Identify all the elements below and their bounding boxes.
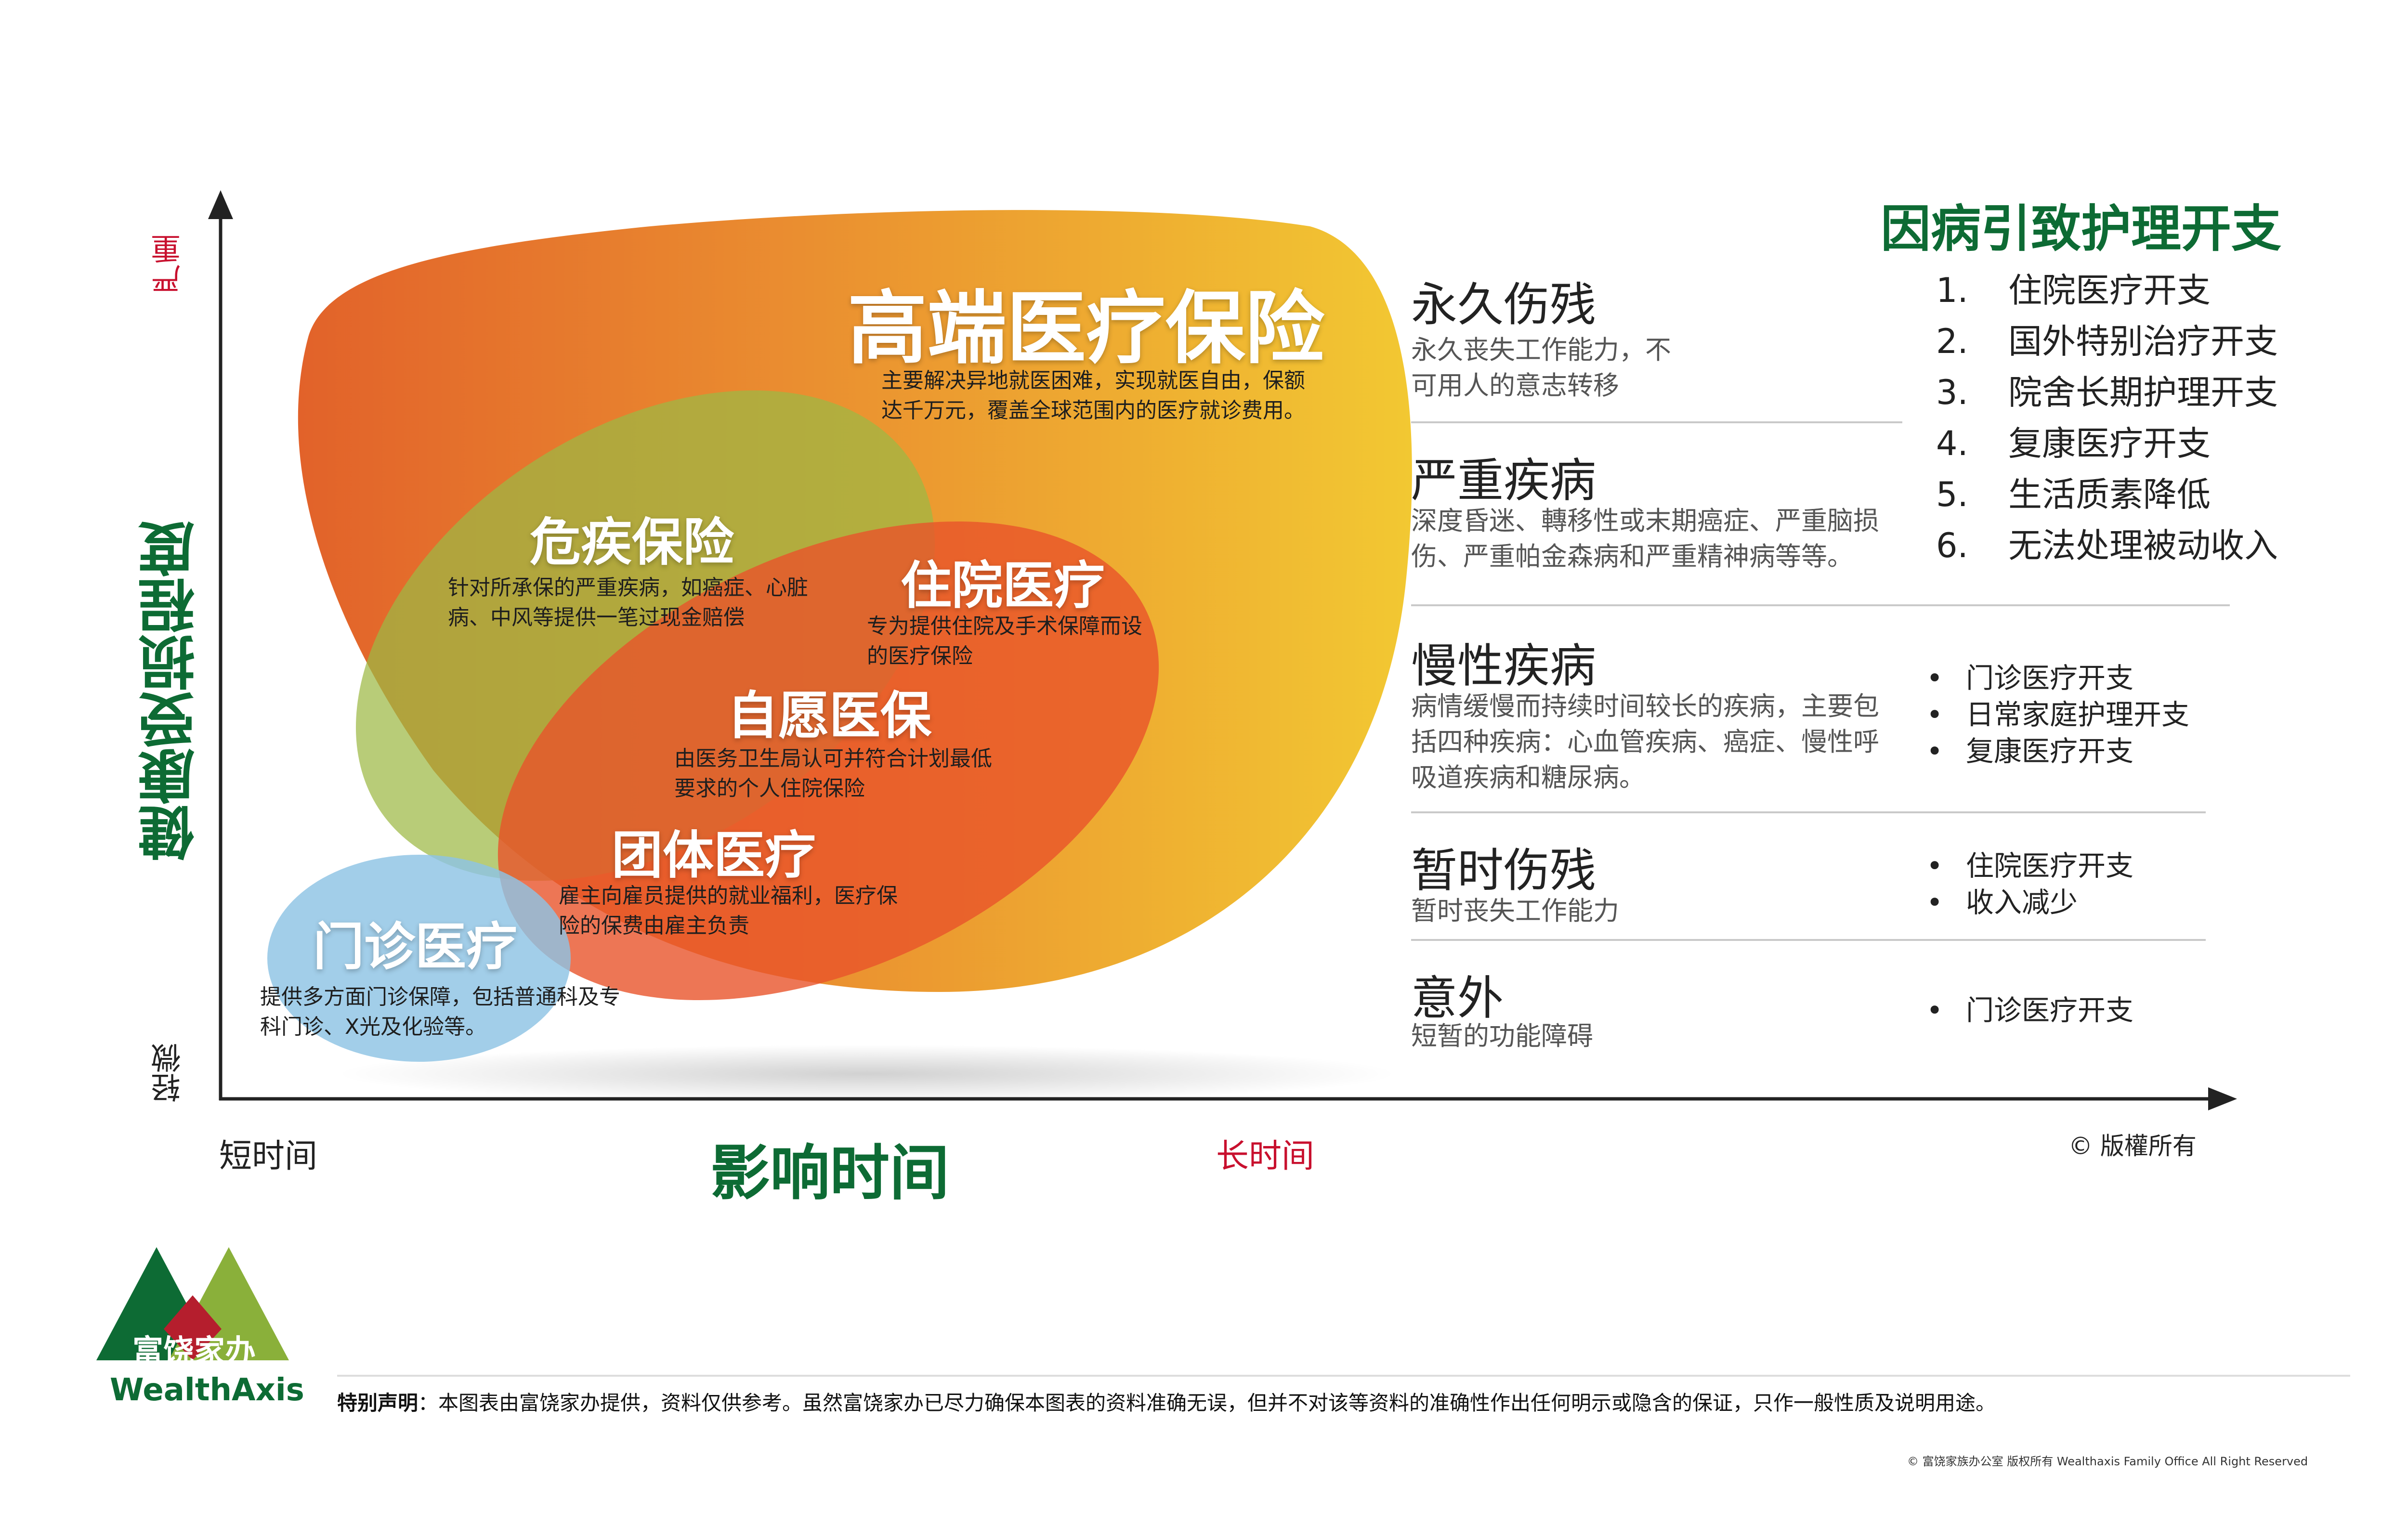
vhis-title: 自愿医保 <box>727 686 931 745</box>
condition-desc-serious: 深度昏迷、轉移性或末期癌症、严重脑损伤、严重帕金森病和严重精神病等等。 <box>1411 506 1879 572</box>
logo-en: WealthAxis <box>110 1372 304 1408</box>
group-desc: 雇主向雇员提供的就业福利，医疗保险的保费由雇主负责 <box>559 884 898 938</box>
high-end-title: 高端医疗保险 <box>848 282 1324 375</box>
disclaimer-label: 特别声明 <box>337 1391 419 1415</box>
copyright-mark: © 版權所有 <box>2068 1132 2197 1160</box>
chronic-cost-item: 复康医疗开支 <box>1922 733 2189 769</box>
group-title: 团体医疗 <box>612 826 816 885</box>
cost-item: 4.复康医疗开支 <box>1936 424 2211 463</box>
condition-desc-chronic: 病情缓慢而持续时间较长的疾病，主要包括四种疾病：心血管疾病、癌症、慢性呼吸道疾病… <box>1411 691 1879 793</box>
chronic-cost-item: 门诊医疗开支 <box>1922 660 2189 696</box>
wealthaxis-logo-mark <box>96 1247 289 1360</box>
ground-shadow <box>337 1045 1397 1103</box>
disclaimer-text: ：本图表由富饶家办提供，资料仅供参考。虽然富饶家办已尽力确保本图表的资料准确无误… <box>418 1391 1996 1415</box>
costs-title: 因病引致护理开支 <box>1881 199 2282 258</box>
condition-title-serious: 严重疾病 <box>1411 454 1596 508</box>
cost-item: 3.院舍长期护理开支 <box>1936 373 2278 412</box>
high-end-desc: 主要解决异地就医困难，实现就医自由，保额达千万元，覆盖全球范围内的医疗就诊费用。 <box>881 368 1305 423</box>
accident-cost-item: 门诊医疗开支 <box>1922 992 2133 1029</box>
condition-title-temporary: 暂时伤残 <box>1411 844 1596 898</box>
outpatient-title: 门诊医疗 <box>313 917 517 977</box>
critical-title: 危疾保险 <box>530 513 734 572</box>
cost-item: 6.无法处理被动收入 <box>1936 526 2278 565</box>
outpatient-medical-blob <box>267 855 571 1062</box>
vhis-desc: 由医务卫生局认可并符合计划最低要求的个人住院保险 <box>674 746 992 801</box>
disclaimer: 特别声明：本图表由富饶家办提供，资料仅供参考。虽然富饶家办已尽力确保本图表的资料… <box>337 1387 2360 1416</box>
y-axis-arrow <box>208 190 233 219</box>
cost-item: 5.生活质素降低 <box>1936 475 2211 514</box>
condition-title-chronic: 慢性疾病 <box>1411 639 1596 693</box>
condition-title-permanent: 永久伤残 <box>1411 278 1596 332</box>
x-axis-arrow <box>2208 1087 2237 1110</box>
footer-copyright: © 富饶家族办公室 版权所有 Wealthaxis Family Office … <box>1907 1455 2308 1468</box>
hospital-desc: 专为提供住院及手术保障而设的医疗保险 <box>867 614 1142 668</box>
chronic-costs-list: 门诊医疗开支 日常家庭护理开支 复康医疗开支 <box>1922 660 2189 769</box>
hospital-title: 住院医疗 <box>901 556 1105 615</box>
chronic-cost-item: 日常家庭护理开支 <box>1922 696 2189 733</box>
divider <box>1411 604 2230 606</box>
temporary-cost-item: 收入减少 <box>1922 884 2133 921</box>
logo-cn: 富饶家办 <box>132 1334 256 1369</box>
condition-title-accident: 意外 <box>1411 971 1504 1025</box>
footer-divider <box>337 1375 2350 1377</box>
y-axis-bottom-label: 轻微 <box>151 1043 186 1103</box>
hospital-medical-blob <box>497 521 1159 1001</box>
y-axis-title: 健康受损程度 <box>138 521 205 861</box>
critical-desc: 针对所承保的严重疾病，如癌症、心脏病、中风等提供一笔过现金赔偿 <box>448 575 808 630</box>
temporary-cost-item: 住院医疗开支 <box>1922 847 2133 884</box>
cost-item: 2.国外特别治疗开支 <box>1936 322 2278 361</box>
costs-list: 1.住院医疗开支 2.国外特别治疗开支 3.院舍长期护理开支 4.复康医疗开支 … <box>1936 265 2278 571</box>
cost-item: 1.住院医疗开支 <box>1936 271 2211 310</box>
condition-desc-accident: 短暂的功能障碍 <box>1411 1021 1593 1051</box>
x-axis-right-label: 长时间 <box>1216 1137 1315 1175</box>
y-axis-top-label: 严重 <box>151 234 186 294</box>
condition-desc-temporary: 暂时丧失工作能力 <box>1411 896 1619 926</box>
accident-costs-list: 门诊医疗开支 <box>1922 992 2133 1029</box>
outpatient-desc: 提供多方面门诊保障，包括普通科及专科门诊、X光及化验等。 <box>260 985 620 1039</box>
divider <box>1411 421 1902 423</box>
x-axis-left-label: 短时间 <box>219 1137 318 1175</box>
condition-desc-permanent: 永久丧失工作能力，不可用人的意志转移 <box>1411 335 1671 401</box>
divider <box>1411 939 2206 941</box>
divider <box>1411 811 2206 813</box>
temporary-costs-list: 住院医疗开支 收入减少 <box>1922 847 2133 921</box>
x-axis-title: 影响时间 <box>710 1139 950 1208</box>
